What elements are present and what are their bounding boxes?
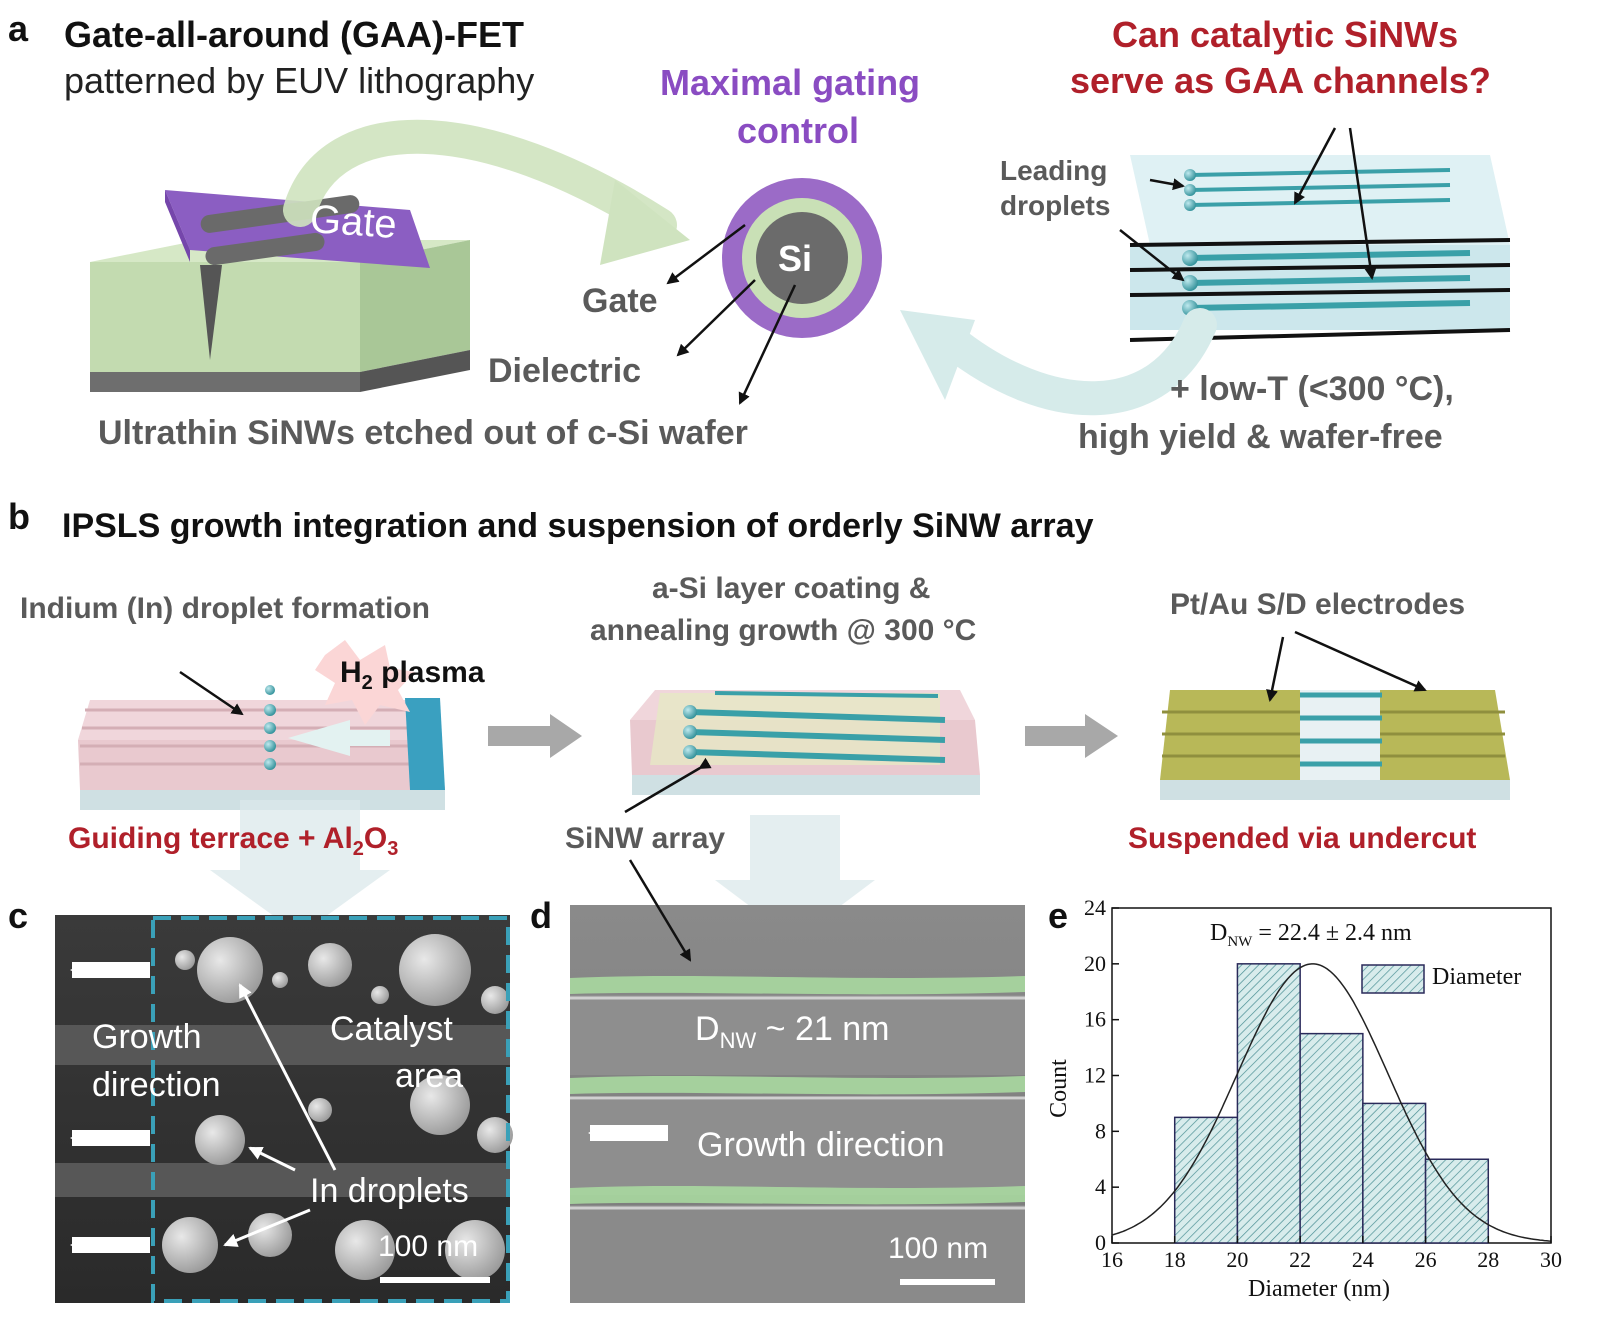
gaussian-fit-curve xyxy=(1111,963,1552,1242)
legend-label: Diameter xyxy=(1432,964,1522,990)
x-tick-label: 22 xyxy=(1289,1247,1311,1272)
catalytic-sinw-stack-illustration xyxy=(900,127,1511,416)
gaa-cross-section xyxy=(666,178,882,405)
right-caption-line2: high yield & wafer-free xyxy=(1078,418,1443,456)
step2-title-line2: annealing growth @ 300 °C xyxy=(590,614,977,647)
histogram-bar xyxy=(1362,1102,1427,1244)
question-line1: Can catalytic SiNWs xyxy=(1112,14,1459,55)
step2-caption: SiNW array xyxy=(565,822,726,855)
step1-caption: Guiding terrace + Al2O3 xyxy=(68,822,399,860)
panel-b-letter: b xyxy=(8,496,30,537)
x-tick-label: 16 xyxy=(1101,1247,1123,1272)
histogram-bar xyxy=(1424,1158,1490,1244)
panel-a-title-line2: patterned by EUV lithography xyxy=(64,60,535,101)
panel-b-title: IPSLS growth integration and suspension … xyxy=(62,507,1094,545)
plasma-label: H2 plasma xyxy=(340,656,485,694)
y-tick-label: 0 xyxy=(1095,1230,1106,1255)
step2-illustration xyxy=(624,690,980,940)
panel-e-histogram: 16 18 20 22 24 26 28 30 0 4 8 12 16 20 24 xyxy=(1084,895,1562,1272)
x-tick-label: 28 xyxy=(1477,1247,1499,1272)
y-tick-label: 16 xyxy=(1084,1007,1106,1032)
process-arrow-2 xyxy=(1025,714,1118,758)
y-axis-label: Count xyxy=(1045,1059,1072,1118)
step2-title-line1: a-Si layer coating & xyxy=(652,572,931,605)
y-tick-label: 24 xyxy=(1084,895,1106,920)
panel-d-scale-label: 100 nm xyxy=(888,1232,989,1265)
x-tick-label: 20 xyxy=(1226,1247,1248,1272)
x-tick-label: 26 xyxy=(1415,1247,1437,1272)
gaa-fet-device-illustration xyxy=(90,119,690,392)
panel-a-title-line1: Gate-all-around (GAA)-FET xyxy=(64,14,524,55)
si-label: Si xyxy=(778,238,813,279)
histogram-bar xyxy=(1173,1116,1239,1244)
histogram-bar xyxy=(1299,1032,1364,1244)
center-title-line1: Maximal gating xyxy=(660,62,921,103)
legend-swatch xyxy=(1361,964,1425,994)
legend-swatch xyxy=(1362,964,1424,990)
catalyst-line1: Catalyst xyxy=(330,1010,453,1048)
step1-illustration xyxy=(78,640,445,935)
step3-caption: Suspended via undercut xyxy=(1128,822,1477,855)
step3-illustration xyxy=(1160,630,1510,800)
y-tick-label: 8 xyxy=(1095,1118,1106,1143)
question-line2: serve as GAA channels? xyxy=(1070,60,1491,101)
panel-c-sem-image xyxy=(55,915,513,1303)
x-tick-label: 24 xyxy=(1352,1247,1374,1272)
right-caption-line1: + low-T (<300 °C), xyxy=(1170,370,1454,408)
leading-line1: Leading xyxy=(1000,155,1108,186)
gate-block-label: Gate xyxy=(308,197,399,247)
panel-b xyxy=(78,630,1510,940)
fit-annotation: DNW = 22.4 ± 2.4 nm xyxy=(1210,920,1412,950)
x-axis-label: Diameter (nm) xyxy=(1248,1276,1390,1302)
growth-line1: Growth xyxy=(92,1018,202,1056)
panel-d-growth-label: Growth direction xyxy=(697,1126,945,1164)
step3-title: Pt/Au S/D electrodes xyxy=(1170,588,1466,621)
leading-line2: droplets xyxy=(1000,190,1111,221)
catalyst-line2: area xyxy=(395,1057,464,1095)
panel-e-letter: e xyxy=(1048,895,1069,936)
gate-text: Gate xyxy=(582,282,658,320)
histogram-bar xyxy=(1236,963,1301,1244)
y-tick-label: 4 xyxy=(1095,1174,1106,1199)
panel-c-scale-label: 100 nm xyxy=(378,1230,479,1263)
x-tick-label: 18 xyxy=(1164,1247,1186,1272)
center-title-line2: control xyxy=(737,110,859,151)
dielectric-text: Dielectric xyxy=(488,352,642,390)
in-droplets-label: In droplets xyxy=(310,1172,469,1210)
panel-d-letter: d xyxy=(530,895,552,936)
panel-a-letter: a xyxy=(8,8,29,49)
panel-a-bottom-caption: Ultrathin SiNWs etched out of c-Si wafer xyxy=(98,414,748,452)
step1-title: Indium (In) droplet formation xyxy=(20,592,430,625)
y-tick-label: 12 xyxy=(1084,1063,1106,1088)
dnw-label: DNW ~ 21 nm xyxy=(695,1010,890,1053)
x-tick-label: 30 xyxy=(1540,1247,1562,1272)
panel-a xyxy=(90,119,1511,416)
panel-d-sem-image xyxy=(570,859,1025,1303)
y-tick-label: 20 xyxy=(1084,951,1106,976)
panel-c-letter: c xyxy=(8,895,29,936)
process-arrow-1 xyxy=(488,714,582,758)
growth-line2: direction xyxy=(92,1066,221,1104)
